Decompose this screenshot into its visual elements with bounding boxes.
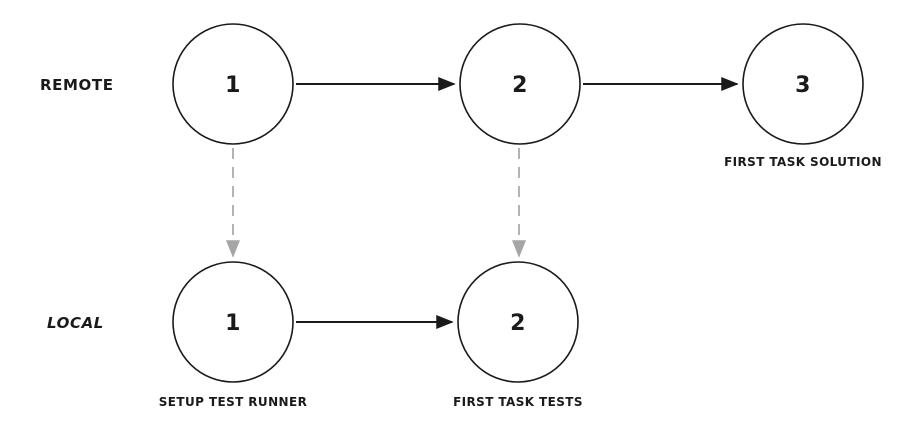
node-remote-3: 3 FIRST TASK SOLUTION <box>724 23 882 169</box>
node-number: 2 <box>510 311 526 336</box>
node-remote-2: 2 <box>459 23 581 145</box>
node-local-2: 2 FIRST TASK TESTS <box>453 261 583 409</box>
node-caption: FIRST TASK SOLUTION <box>724 155 882 169</box>
node-caption: SETUP TEST RUNNER <box>159 395 307 409</box>
row-label-local: LOCAL <box>47 314 104 332</box>
node-number: 1 <box>225 311 241 336</box>
node-caption: FIRST TASK TESTS <box>453 395 583 409</box>
node-circle <box>172 23 294 145</box>
node-circle <box>457 261 579 383</box>
node-local-1: 1 SETUP TEST RUNNER <box>159 261 307 409</box>
node-circle <box>172 261 294 383</box>
node-remote-1: 1 <box>172 23 294 145</box>
node-number: 3 <box>795 73 811 98</box>
row-label-remote: REMOTE <box>40 76 114 94</box>
node-circle <box>459 23 581 145</box>
node-circle <box>742 23 864 145</box>
node-number: 1 <box>225 73 241 98</box>
node-number: 2 <box>512 73 528 98</box>
